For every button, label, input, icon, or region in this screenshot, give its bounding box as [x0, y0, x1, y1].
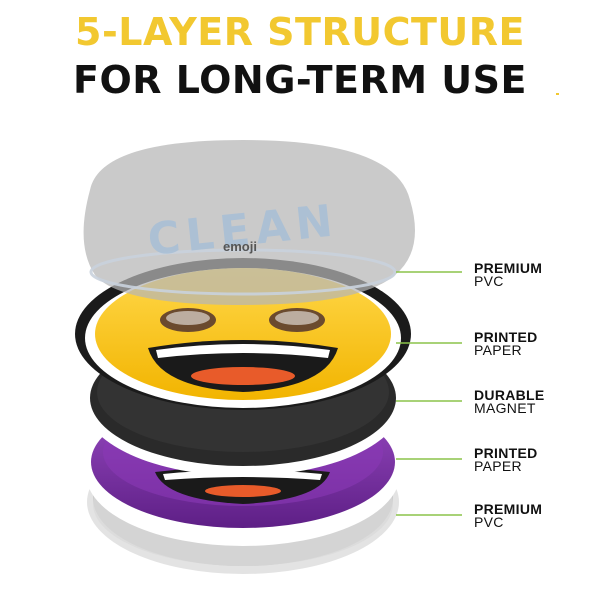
top-pvc-layer: CLEAN emoji	[84, 140, 415, 305]
layer-label-2-sub: PAPER	[474, 344, 538, 357]
emoji-brand-print: emoji	[223, 239, 257, 254]
layer-label-4-sub: PAPER	[474, 460, 538, 473]
leader-lines	[396, 272, 462, 515]
layer-label-5: PREMIUM PVC	[474, 503, 542, 529]
layer-label-4: PRINTED PAPER	[474, 447, 538, 473]
layer-label-2: PRINTED PAPER	[474, 331, 538, 357]
layer-label-3: DURABLE MAGNET	[474, 389, 545, 415]
layer-label-1: PREMIUM PVC	[474, 262, 542, 288]
layer-label-1-sub: PVC	[474, 275, 542, 288]
layer-label-3-sub: MAGNET	[474, 402, 545, 415]
layer-label-5-sub: PVC	[474, 516, 542, 529]
